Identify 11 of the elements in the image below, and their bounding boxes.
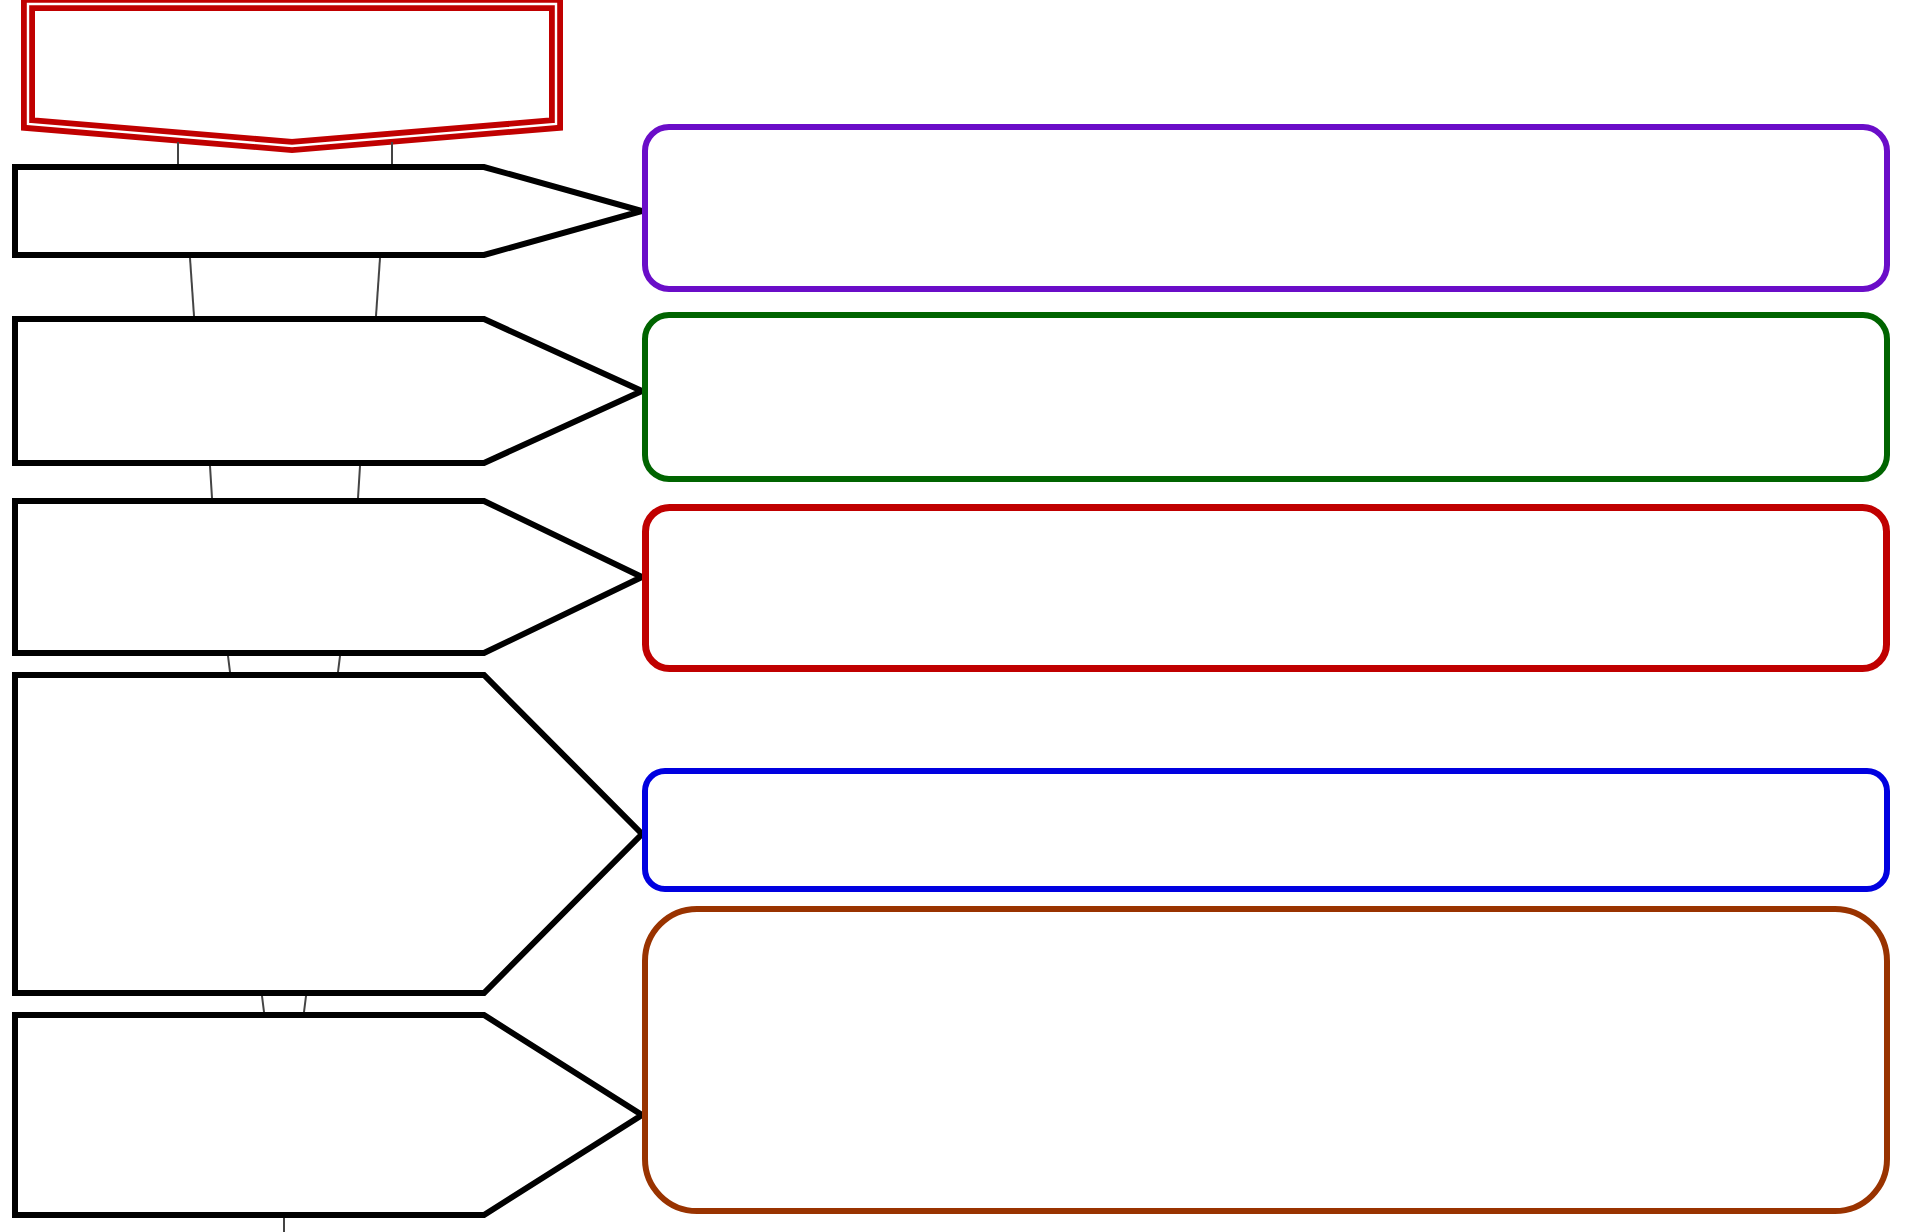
connector-line — [189, 257, 195, 317]
connector-line — [283, 1217, 285, 1232]
connector-line — [303, 995, 307, 1013]
connector-line — [227, 655, 231, 673]
connector-line — [261, 995, 265, 1013]
connector-line — [391, 141, 393, 165]
connector-line — [357, 465, 361, 499]
connector-line — [375, 257, 381, 317]
connector-line — [337, 655, 341, 673]
connector-line — [209, 465, 213, 499]
connector-line — [177, 141, 179, 165]
